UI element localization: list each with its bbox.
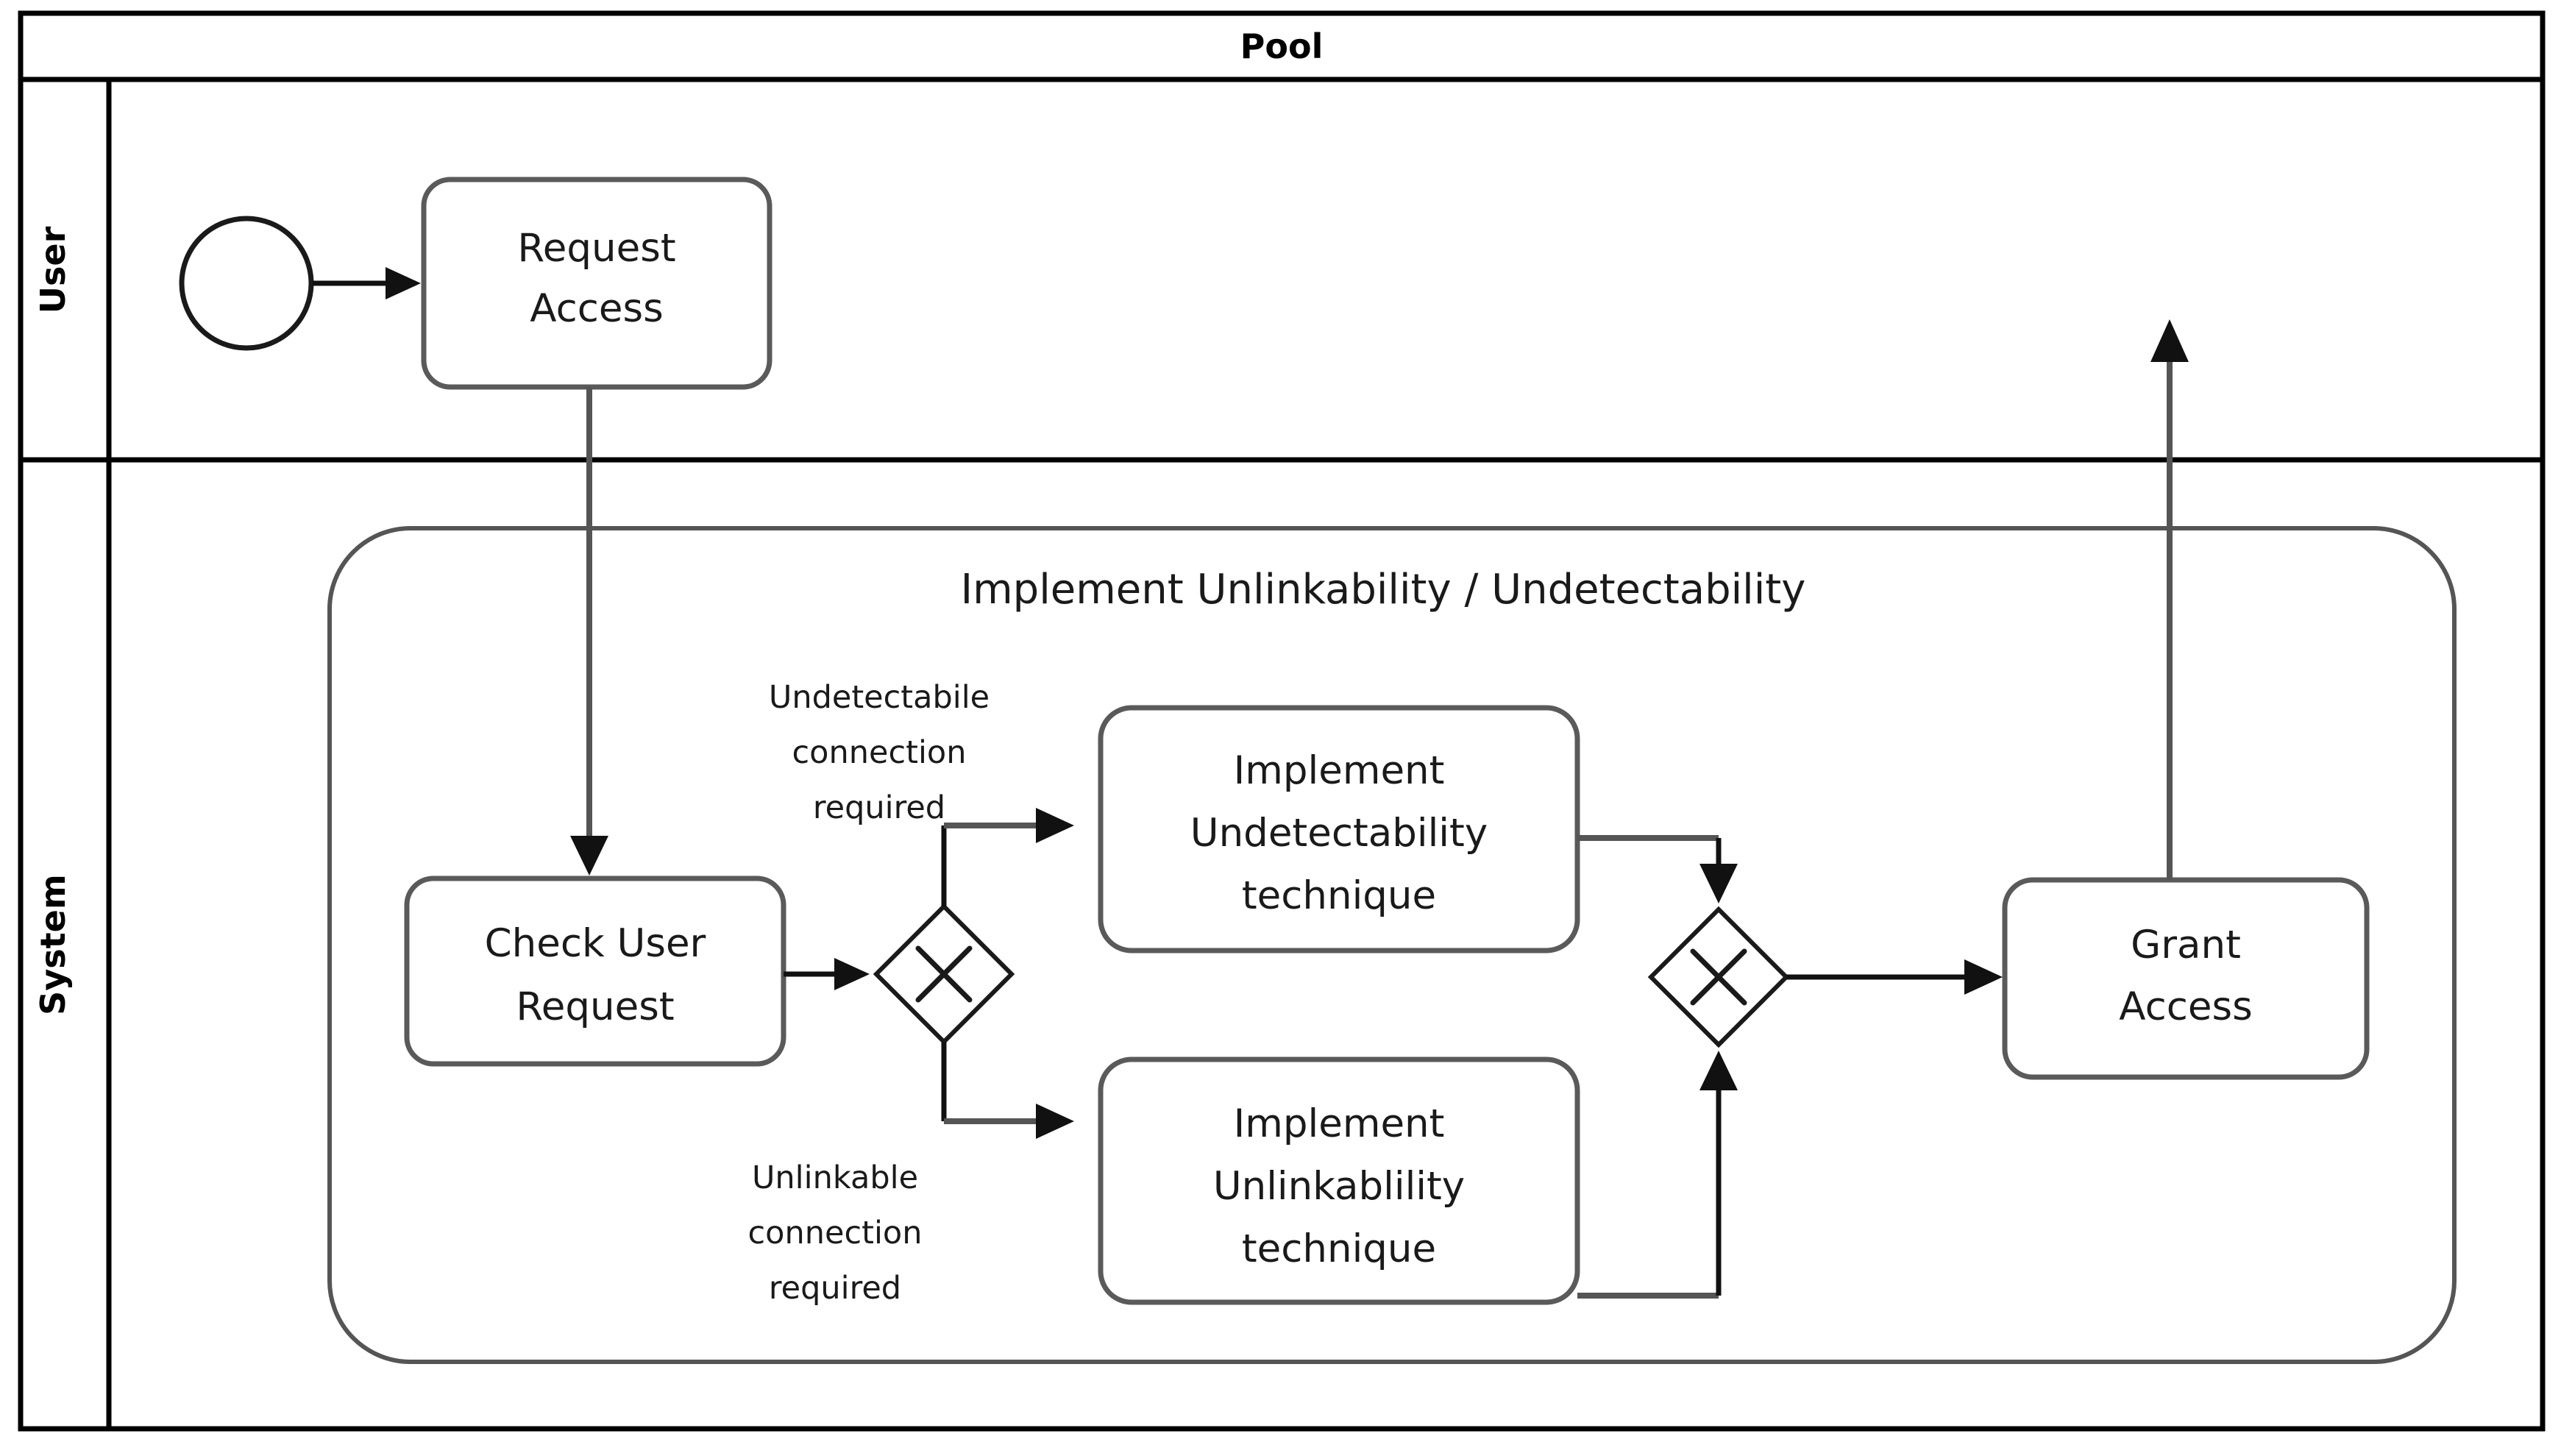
task-implement-unlinkability-line1: Implement [1234, 1101, 1445, 1146]
task-implement-undetectability-line1: Implement [1234, 748, 1445, 793]
arrowhead-to-grant-access [1964, 959, 2003, 995]
task-grant-access[interactable] [2002, 877, 2370, 1080]
task-request-access-line1: Request [517, 226, 675, 271]
arrowhead-to-split-gateway [834, 958, 870, 990]
task-grant-access-line2: Access [2119, 984, 2252, 1029]
task-check-user-request-line1: Check User [485, 921, 706, 966]
flow-label-unlinkable-line1: Unlinkable [752, 1160, 918, 1196]
arrowhead-to-implement-undetectability [1036, 808, 1074, 843]
flow-label-undetectable-line1: Undetectabile [769, 679, 990, 716]
task-implement-unlinkability[interactable] [1098, 1057, 1580, 1305]
task-implement-undetectability-line3: technique [1242, 873, 1436, 918]
task-check-user-request[interactable] [404, 876, 786, 1067]
task-implement-unlinkability-line2: Unlinkablility [1213, 1164, 1465, 1209]
flow-label-undetectable-line3: required [813, 789, 945, 826]
flow-label-undetectable-line2: connection [792, 734, 967, 771]
arrowhead-to-request-access [386, 267, 421, 299]
task-request-access[interactable] [421, 177, 772, 390]
flow-label-unlinkable-line2: connection [748, 1215, 923, 1251]
subprocess-title: Implement Unlinkability / Undetectabilit… [961, 566, 1806, 614]
pool-frame [18, 10, 2546, 1432]
start-event-circle[interactable] [179, 216, 314, 351]
arrowhead-merge-from-bottom [1699, 1051, 1738, 1090]
task-check-user-request-line2: Request [516, 984, 674, 1029]
flow-label-unlinkable-line3: required [769, 1270, 901, 1307]
task-grant-access-line1: Grant [2131, 923, 2241, 967]
arrowhead-grant-access-upward [2150, 319, 2189, 362]
subprocess-container [327, 526, 2457, 1364]
merge-gateway-x-stroke-2 [1690, 948, 1747, 1006]
lane-label-system: System [33, 874, 73, 1015]
pool-title: Pool [1240, 26, 1324, 66]
task-implement-undetectability-line2: Undetectability [1190, 811, 1488, 856]
lane-label-user: User [33, 226, 73, 313]
arrowhead-to-implement-unlinkability [1036, 1104, 1074, 1139]
arrowhead-to-check-user-request [570, 836, 608, 876]
task-implement-undetectability[interactable] [1098, 705, 1580, 953]
task-request-access-line2: Access [530, 286, 663, 331]
arrowhead-merge-from-top [1699, 864, 1738, 903]
split-gateway-x-stroke-2 [915, 945, 973, 1003]
task-implement-unlinkability-line3: technique [1242, 1226, 1436, 1271]
